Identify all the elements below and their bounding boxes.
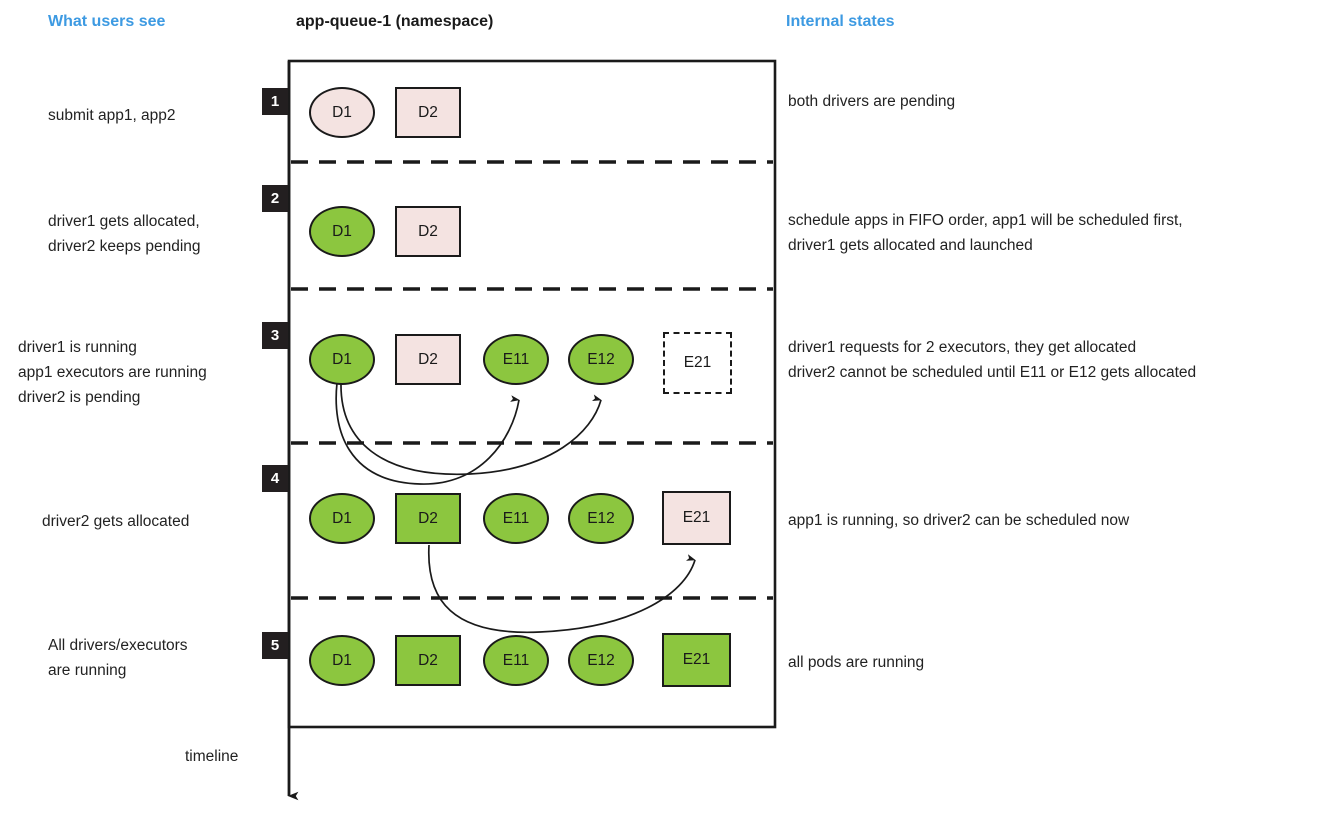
pod-step3-e21-placeholder: E21 [663, 332, 732, 394]
column-heading-left: What users see [48, 13, 166, 30]
arrow-d2-to-e21 [427, 544, 696, 634]
pod-step5-e11: E11 [483, 635, 549, 686]
pod-step2-d1: D1 [309, 206, 375, 257]
step-badge-3: 3 [262, 322, 288, 349]
step-2-user-text: driver1 gets allocated, driver2 keeps pe… [48, 213, 201, 256]
pod-step3-d2: D2 [395, 334, 461, 385]
timeline-label: timeline [185, 748, 239, 765]
step-1-user-text: submit app1, app2 [48, 107, 176, 124]
step-2-internal-text: schedule apps in FIFO order, app1 will b… [788, 212, 1183, 255]
step-1-internal-text: both drivers are pending [788, 93, 956, 110]
pod-step4-d1: D1 [309, 493, 375, 544]
pod-step5-d1: D1 [309, 635, 375, 686]
pod-step4-e21: E21 [662, 491, 731, 545]
pod-step4-d2: D2 [395, 493, 461, 544]
step-badge-2: 2 [262, 185, 288, 212]
pod-step5-e21: E21 [662, 633, 731, 687]
pod-step4-e11: E11 [483, 493, 549, 544]
pod-step3-e11: E11 [483, 334, 549, 385]
pod-step1-d2: D2 [395, 87, 461, 138]
column-heading-right: Internal states [786, 13, 895, 30]
step-badge-1: 1 [262, 88, 288, 115]
step-5-internal-text: all pods are running [788, 654, 925, 671]
pod-step3-d1: D1 [309, 334, 375, 385]
step-badge-4: 4 [262, 465, 288, 492]
pod-step5-d2: D2 [395, 635, 461, 686]
step-4-user-text: driver2 gets allocated [42, 513, 190, 530]
step-5-user-text: All drivers/executors are running [48, 637, 188, 680]
pod-step2-d2: D2 [395, 206, 461, 257]
step-4-internal-text: app1 is running, so driver2 can be sched… [788, 512, 1130, 529]
pod-step3-e12: E12 [568, 334, 634, 385]
pod-step4-e12: E12 [568, 493, 634, 544]
step-3-user-text: driver1 is running app1 executors are ru… [18, 339, 207, 407]
column-heading-namespace: app-queue-1 (namespace) [296, 13, 494, 30]
step-3-internal-text: driver1 requests for 2 executors, they g… [788, 339, 1197, 382]
arrow-d1-to-e11 [335, 382, 520, 485]
step-badge-5: 5 [262, 632, 288, 659]
arrow-d1-to-e12 [340, 382, 602, 476]
pod-step5-e12: E12 [568, 635, 634, 686]
pod-step1-d1: D1 [309, 87, 375, 138]
